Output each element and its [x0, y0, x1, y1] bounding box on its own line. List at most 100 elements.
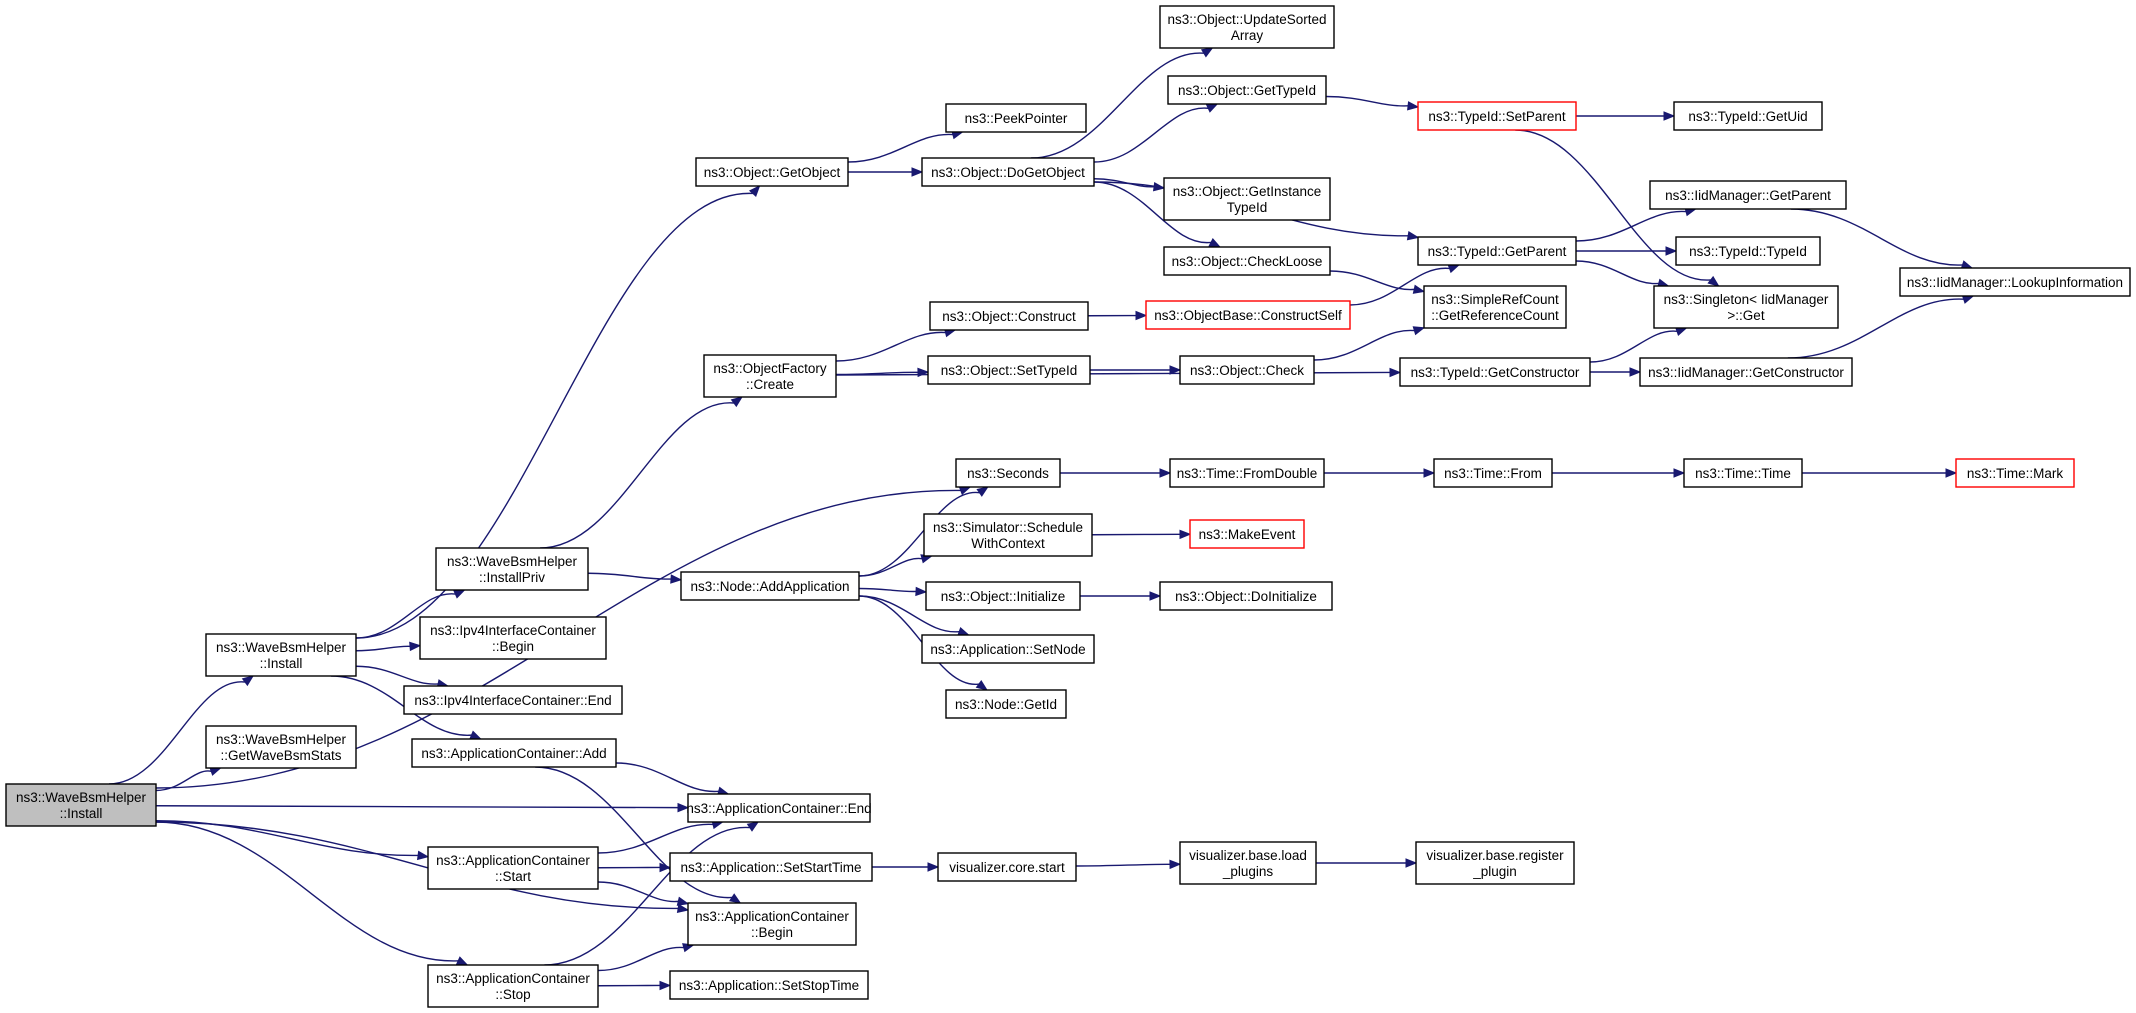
node-acstart[interactable]: ns3::ApplicationContainer::Start: [427, 846, 599, 890]
node-box[interactable]: [1653, 285, 1839, 329]
node-box[interactable]: [435, 547, 589, 591]
node-root[interactable]: ns3::WaveBsmHelper::Install: [5, 783, 157, 827]
node-acstop[interactable]: ns3::ApplicationContainer::Stop: [427, 964, 599, 1008]
node-acadd[interactable]: ns3::ApplicationContainer::Add: [411, 738, 617, 768]
node-box[interactable]: [703, 354, 837, 398]
node-box[interactable]: [427, 846, 599, 890]
node-peekpointer[interactable]: ns3::PeekPointer: [945, 103, 1087, 133]
node-timemark[interactable]: ns3::Time::Mark: [1955, 458, 2075, 488]
node-acbegin[interactable]: ns3::ApplicationContainer::Begin: [687, 902, 857, 946]
node-settypeid[interactable]: ns3::Object::SetTypeId: [927, 355, 1091, 385]
node-box[interactable]: [921, 634, 1095, 664]
node-box[interactable]: [419, 616, 607, 660]
node-box[interactable]: [1399, 357, 1591, 387]
node-box[interactable]: [205, 725, 357, 769]
node-acend[interactable]: ns3::ApplicationContainer::End: [686, 793, 872, 823]
node-seconds[interactable]: ns3::Seconds: [955, 458, 1061, 488]
node-box[interactable]: [1649, 180, 1847, 210]
node-setnode[interactable]: ns3::Application::SetNode: [921, 634, 1095, 664]
node-box[interactable]: [945, 689, 1067, 719]
node-iidgetparent[interactable]: ns3::IidManager::GetParent: [1649, 180, 1847, 210]
node-box[interactable]: [5, 783, 157, 827]
node-box[interactable]: [1955, 458, 2075, 488]
node-setstarttime[interactable]: ns3::Application::SetStartTime: [669, 852, 873, 882]
node-ipv4begin[interactable]: ns3::Ipv4InterfaceContainer::Begin: [419, 616, 607, 660]
node-initialize[interactable]: ns3::Object::Initialize: [925, 581, 1081, 611]
node-getobject[interactable]: ns3::Object::GetObject: [695, 157, 849, 187]
node-box[interactable]: [1179, 355, 1315, 385]
node-getuid[interactable]: ns3::TypeId::GetUid: [1673, 101, 1823, 131]
node-installpriv[interactable]: ns3::WaveBsmHelper::InstallPriv: [435, 547, 589, 591]
node-box[interactable]: [1899, 267, 2131, 297]
node-vizstart[interactable]: visualizer.core.start: [937, 852, 1077, 882]
node-factorycreate[interactable]: ns3::ObjectFactory::Create: [703, 354, 837, 398]
node-box[interactable]: [1673, 101, 1823, 131]
node-box[interactable]: [427, 964, 599, 1008]
node-box[interactable]: [923, 513, 1093, 557]
node-box[interactable]: [1179, 841, 1317, 885]
node-vizloadplugins[interactable]: visualizer.base.load_plugins: [1179, 841, 1317, 885]
node-timefrom[interactable]: ns3::Time::From: [1433, 458, 1553, 488]
node-getconstructor[interactable]: ns3::TypeId::GetConstructor: [1399, 357, 1591, 387]
node-box[interactable]: [1163, 177, 1331, 221]
node-vizregplugin[interactable]: visualizer.base.register_plugin: [1415, 841, 1575, 885]
node-box[interactable]: [1683, 458, 1803, 488]
node-box[interactable]: [669, 852, 873, 882]
node-box[interactable]: [687, 902, 857, 946]
node-iidgetconstructor[interactable]: ns3::IidManager::GetConstructor: [1639, 357, 1853, 387]
node-box[interactable]: [205, 633, 357, 677]
node-box[interactable]: [945, 103, 1087, 133]
node-box[interactable]: [1423, 285, 1567, 329]
node-box[interactable]: [927, 355, 1091, 385]
node-getid[interactable]: ns3::Node::GetId: [945, 689, 1067, 719]
node-typeidctor[interactable]: ns3::TypeId::TypeId: [1675, 236, 1821, 266]
node-makeevent[interactable]: ns3::MakeEvent: [1189, 519, 1305, 549]
node-box[interactable]: [680, 571, 860, 601]
node-box[interactable]: [1159, 5, 1335, 49]
node-box[interactable]: [929, 301, 1089, 331]
node-objcheck[interactable]: ns3::Object::Check: [1179, 355, 1315, 385]
node-ipv4end[interactable]: ns3::Ipv4InterfaceContainer::End: [403, 685, 623, 715]
node-lookupinfo[interactable]: ns3::IidManager::LookupInformation: [1899, 267, 2131, 297]
node-timetime[interactable]: ns3::Time::Time: [1683, 458, 1803, 488]
node-checkloose[interactable]: ns3::Object::CheckLoose: [1163, 246, 1331, 276]
node-setparent[interactable]: ns3::TypeId::SetParent: [1417, 101, 1577, 131]
node-doinitialize[interactable]: ns3::Object::DoInitialize: [1159, 581, 1333, 611]
node-box[interactable]: [925, 581, 1081, 611]
node-box[interactable]: [1163, 246, 1331, 276]
node-install[interactable]: ns3::WaveBsmHelper::Install: [205, 633, 357, 677]
node-box[interactable]: [1433, 458, 1553, 488]
node-box[interactable]: [1169, 458, 1325, 488]
node-dogetobject[interactable]: ns3::Object::DoGetObject: [921, 157, 1095, 187]
node-box[interactable]: [921, 157, 1095, 187]
node-box[interactable]: [1159, 581, 1333, 611]
node-singletonget[interactable]: ns3::Singleton< IidManager>::Get: [1653, 285, 1839, 329]
node-box[interactable]: [687, 793, 871, 823]
node-refcount[interactable]: ns3::SimpleRefCount::GetReferenceCount: [1423, 285, 1567, 329]
node-fromdouble[interactable]: ns3::Time::FromDouble: [1169, 458, 1325, 488]
node-addapp[interactable]: ns3::Node::AddApplication: [680, 571, 860, 601]
node-box[interactable]: [669, 970, 869, 1000]
node-box[interactable]: [1415, 841, 1575, 885]
node-gettypeid[interactable]: ns3::Object::GetTypeId: [1167, 75, 1327, 105]
node-box[interactable]: [1145, 300, 1351, 330]
node-box[interactable]: [1417, 101, 1577, 131]
node-box[interactable]: [937, 852, 1077, 882]
node-setstoptime[interactable]: ns3::Application::SetStopTime: [669, 970, 869, 1000]
node-getwavebsmstats[interactable]: ns3::WaveBsmHelper::GetWaveBsmStats: [205, 725, 357, 769]
node-box[interactable]: [955, 458, 1061, 488]
node-constructself[interactable]: ns3::ObjectBase::ConstructSelf: [1145, 300, 1351, 330]
node-box[interactable]: [403, 685, 623, 715]
node-box[interactable]: [411, 738, 617, 768]
node-box[interactable]: [1639, 357, 1853, 387]
node-box[interactable]: [1189, 519, 1305, 549]
node-box[interactable]: [1417, 236, 1577, 266]
node-box[interactable]: [1675, 236, 1821, 266]
node-box[interactable]: [695, 157, 849, 187]
node-construct[interactable]: ns3::Object::Construct: [929, 301, 1089, 331]
node-box[interactable]: [1167, 75, 1327, 105]
node-getparent[interactable]: ns3::TypeId::GetParent: [1417, 236, 1577, 266]
